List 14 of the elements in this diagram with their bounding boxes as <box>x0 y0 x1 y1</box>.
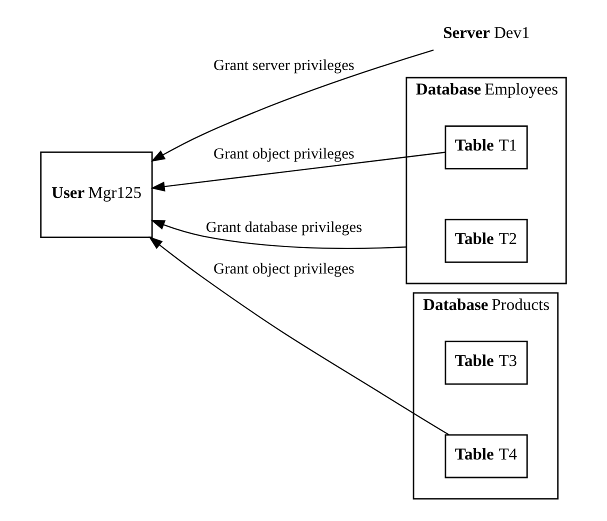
arrow <box>150 219 406 248</box>
node-box: Table T3 <box>444 340 528 384</box>
node-box: Table T2 <box>444 218 528 262</box>
edge-label: Grant database privileges <box>206 218 362 236</box>
arrow <box>150 151 446 191</box>
arrow <box>148 236 450 435</box>
node-box: Table T1 <box>444 124 528 169</box>
node-box: Table T4 <box>444 434 528 478</box>
edge-label: Grant object privileges <box>214 145 354 162</box>
edge-label: Grant object privileges <box>214 260 354 277</box>
arrow <box>150 49 434 162</box>
node-box: User Mgr125 <box>40 150 153 238</box>
node-text: Server Dev1 <box>443 22 530 42</box>
edge-label: Grant server privileges <box>214 56 354 74</box>
